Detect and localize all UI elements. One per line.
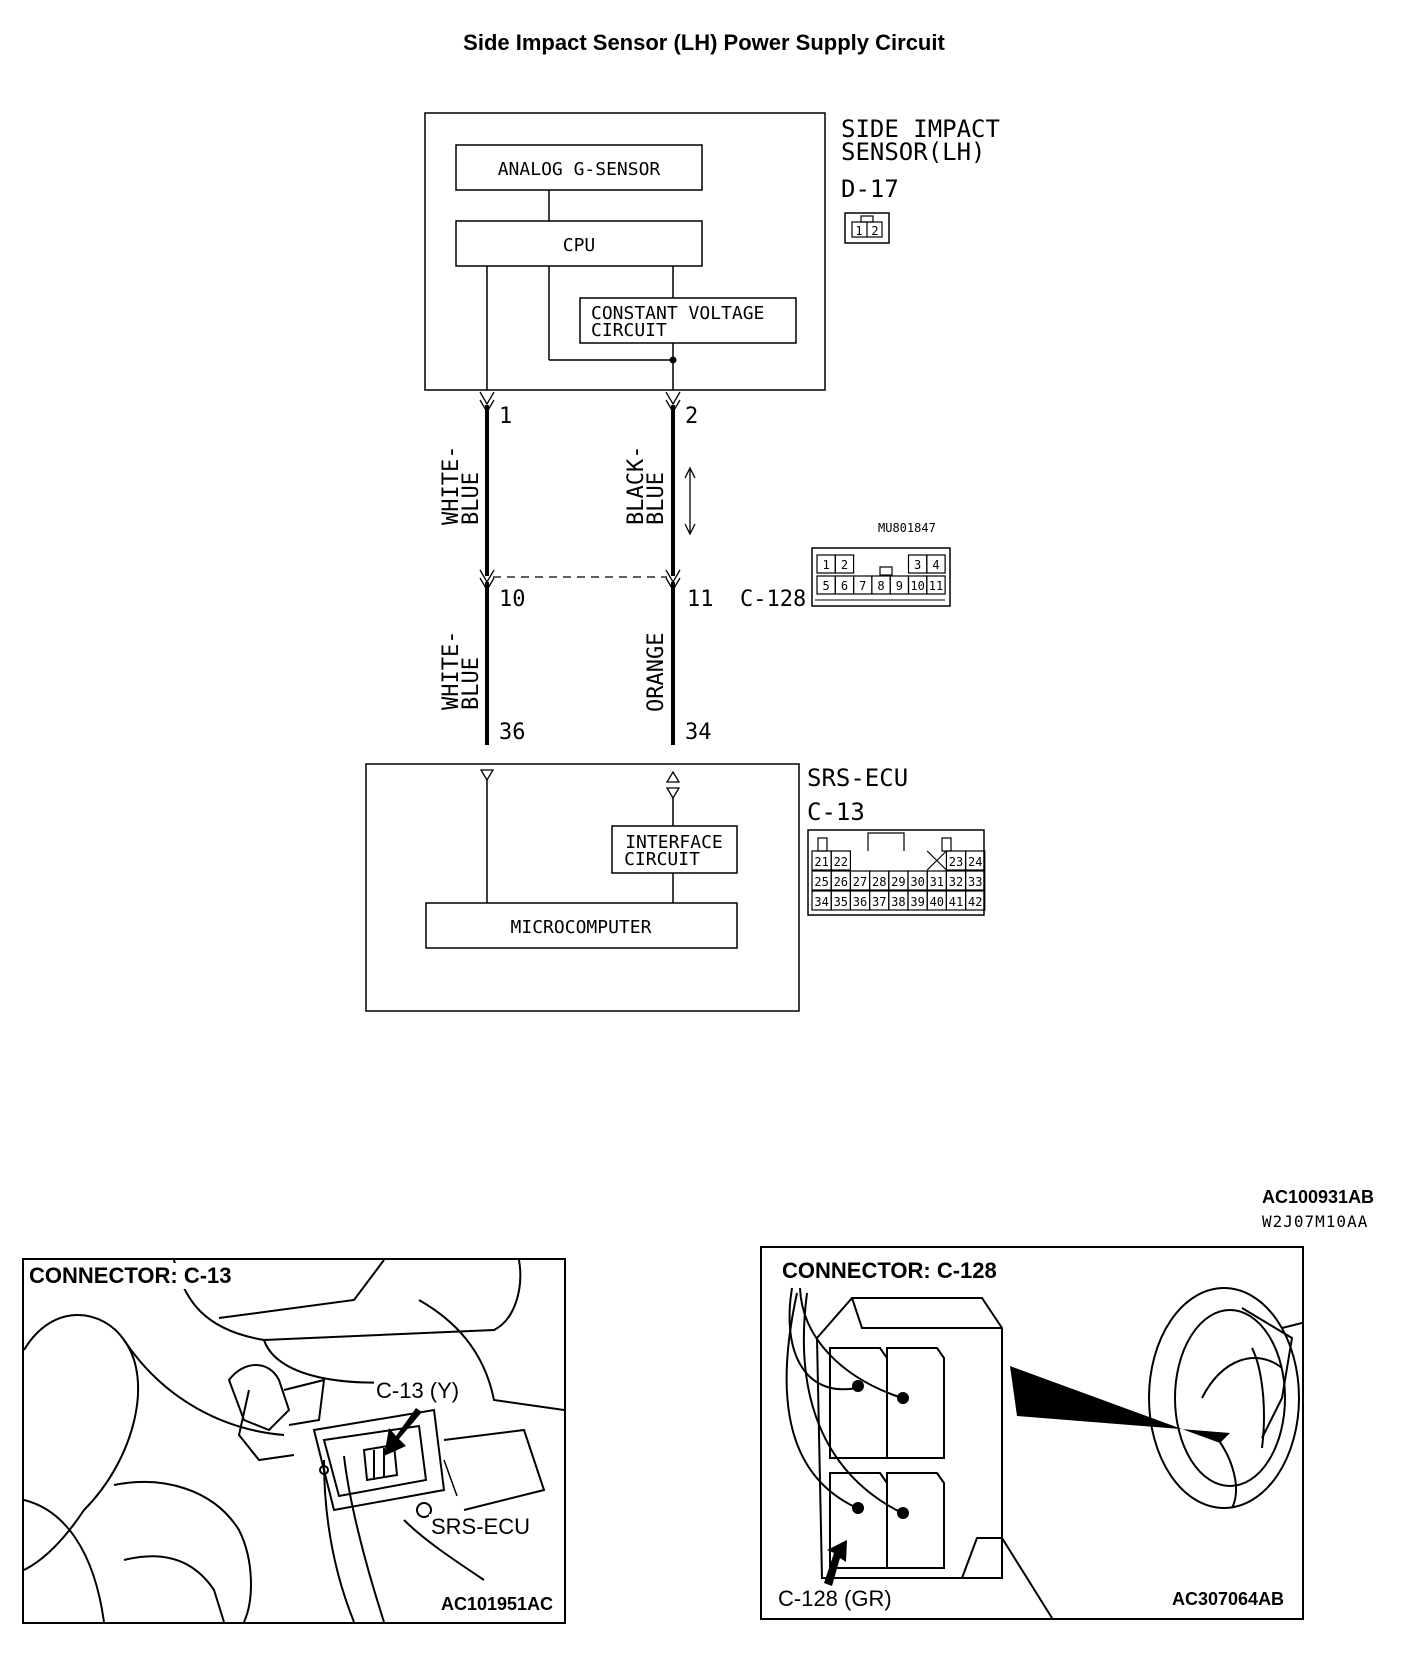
c128-pin-7: 7 [859, 579, 866, 593]
c13-pin-37: 37 [872, 895, 886, 909]
constant-voltage-label-1: CONSTANT VOLTAGE [591, 303, 764, 324]
microcomputer-block [425, 902, 738, 949]
c13-pin-22: 22 [834, 855, 848, 869]
c13-pin-35: 35 [834, 895, 848, 909]
cpu-label: CPU [563, 235, 596, 256]
c13-pin-42: 42 [968, 895, 982, 909]
wire-right-pin-mid: 11 [687, 587, 714, 612]
c128-connector-face: MU801847 [811, 521, 951, 607]
d17-pin-2: 2 [871, 224, 878, 238]
wire-left-color-lower-2: BLUE [459, 657, 484, 710]
c13-blank-cell [926, 850, 947, 871]
c13-pin-21: 21 [814, 855, 828, 869]
wire-right-color-upper-2: BLUE [644, 472, 669, 525]
c128-pin-11-cell [926, 575, 946, 595]
c13-pin-38: 38 [891, 895, 905, 909]
sensor-connector-id: D-17 [841, 175, 899, 203]
c128-pin-11: 11 [929, 579, 943, 593]
g-sensor-label: ANALOG G-SENSOR [498, 159, 661, 180]
wire-right-color-upper-1: BLACK- [624, 446, 649, 525]
c13-location-drawing [24, 1260, 564, 1622]
c128-pin-2: 2 [841, 558, 848, 572]
wire-right-pin-bottom: 34 [685, 720, 712, 745]
c13-pin-30: 30 [910, 875, 924, 889]
c13-pin-41: 41 [949, 895, 963, 909]
c128-pin-6: 6 [841, 579, 848, 593]
c13-pin-23: 23 [949, 855, 963, 869]
callout-srs-ecu: SRS-ECU [429, 1514, 533, 1540]
c13-pin-34: 34 [814, 895, 828, 909]
interface-label-2: CIRCUIT [624, 849, 700, 870]
wire-right-color-lower-1: ORANGE [644, 633, 669, 712]
c13-pin-39: 39 [910, 895, 924, 909]
microcomputer-label: MICROCOMPUTER [511, 917, 652, 938]
c13-pin-40: 40 [930, 895, 944, 909]
c13-pin-22-cell [830, 850, 852, 871]
c13-pin-grid: 21 22 23 24 25 26 27 28 29 30 31 32 33 34 35 36 37 38 39 40… [811, 850, 986, 911]
sensor-name-1: SIDE IMPACT [841, 115, 1000, 143]
c13-pin-36: 36 [853, 895, 867, 909]
c13-pin-42-cell [964, 890, 986, 911]
c128-pin-9: 9 [896, 579, 903, 593]
figure-code-main: AC100931AB [1262, 1187, 1375, 1207]
c13-pin-28: 28 [872, 875, 886, 889]
c128-pin-3: 3 [914, 558, 921, 572]
c13-pin-32: 32 [949, 875, 963, 889]
ecu-connector-id: C-13 [807, 798, 865, 826]
c13-connector-face [807, 829, 985, 916]
c128-pin-1: 1 [823, 558, 830, 572]
c128-pin-2-cell [834, 554, 855, 574]
cpu-block [455, 220, 703, 267]
wire-left-color-upper-2: BLUE [459, 472, 484, 525]
c13-pin-31: 31 [930, 875, 944, 889]
c128-pin-8: 8 [877, 579, 884, 593]
wire-left-color-upper-1: WHITE- [439, 446, 464, 525]
c128-location-drawing [785, 1287, 1302, 1618]
wire-left-color-lower-1: WHITE- [439, 631, 464, 710]
sensor-name-2: SENSOR(LH) [841, 138, 986, 166]
c13-pin-33-cell [964, 870, 986, 891]
c128-pin-4: 4 [932, 558, 939, 572]
interface-label-1: INTERFACE [625, 832, 723, 853]
c13-pin-27: 27 [853, 875, 867, 889]
wire-left-pin-top: 1 [499, 404, 512, 429]
wire-left-pin-mid: 10 [499, 587, 526, 612]
figure-code-sub: W2J07M10AA [1262, 1212, 1369, 1231]
ecu-name: SRS-ECU [807, 764, 908, 792]
callout-c128: C-128 (GR) [776, 1586, 894, 1612]
c128-part-number: MU801847 [878, 521, 936, 535]
c128-pin-10: 10 [910, 579, 924, 593]
bidirectional-arrow [684, 466, 696, 536]
c128-pin-4-cell [926, 554, 946, 574]
wire-right-pin-top: 2 [685, 404, 698, 429]
c13-pin-24: 24 [968, 855, 982, 869]
constant-voltage-label-2: CIRCUIT [591, 320, 667, 341]
c13-pin-24-cell [964, 850, 986, 871]
photo-left-label: CONNECTOR: C-13 [27, 1263, 234, 1289]
photo-left-code: AC101951AC [439, 1594, 556, 1615]
photo-right-code: AC307064AB [1170, 1589, 1287, 1610]
callout-c13: C-13 (Y) [374, 1378, 462, 1404]
d17-pin-1: 1 [855, 224, 862, 238]
c13-pin-26: 26 [834, 875, 848, 889]
c128-pin-5: 5 [823, 579, 830, 593]
interface-circuit-block [611, 825, 738, 874]
circuit-schematic: ANALOG G-SENSOR CPU CONSTANT VOLTAGE CIR… [365, 112, 1000, 1012]
sensor-box [424, 112, 826, 391]
diagram-title: Side Impact Sensor (LH) Power Supply Cir… [463, 30, 945, 55]
c13-pin-25: 25 [814, 875, 828, 889]
constant-voltage-block [579, 297, 797, 344]
g-sensor-block [455, 144, 703, 191]
ecu-box [365, 763, 800, 1012]
c128-connector-id: C-128 [740, 587, 806, 612]
c13-pin-33: 33 [968, 875, 982, 889]
photo-connector-c128: CONNECTOR: C-128 C-128 (GR) AC307064AB [760, 1246, 1304, 1620]
d17-connector-face: 1 2 [844, 212, 890, 244]
photo-connector-c13: CONNECTOR: C-13 C-13 (Y) SRS-ECU AC10195… [22, 1258, 566, 1624]
c13-pin-29: 29 [891, 875, 905, 889]
wire-left-pin-bottom: 36 [499, 720, 526, 745]
c128-key-notch [879, 566, 893, 576]
photo-right-label: CONNECTOR: C-128 [780, 1258, 999, 1284]
